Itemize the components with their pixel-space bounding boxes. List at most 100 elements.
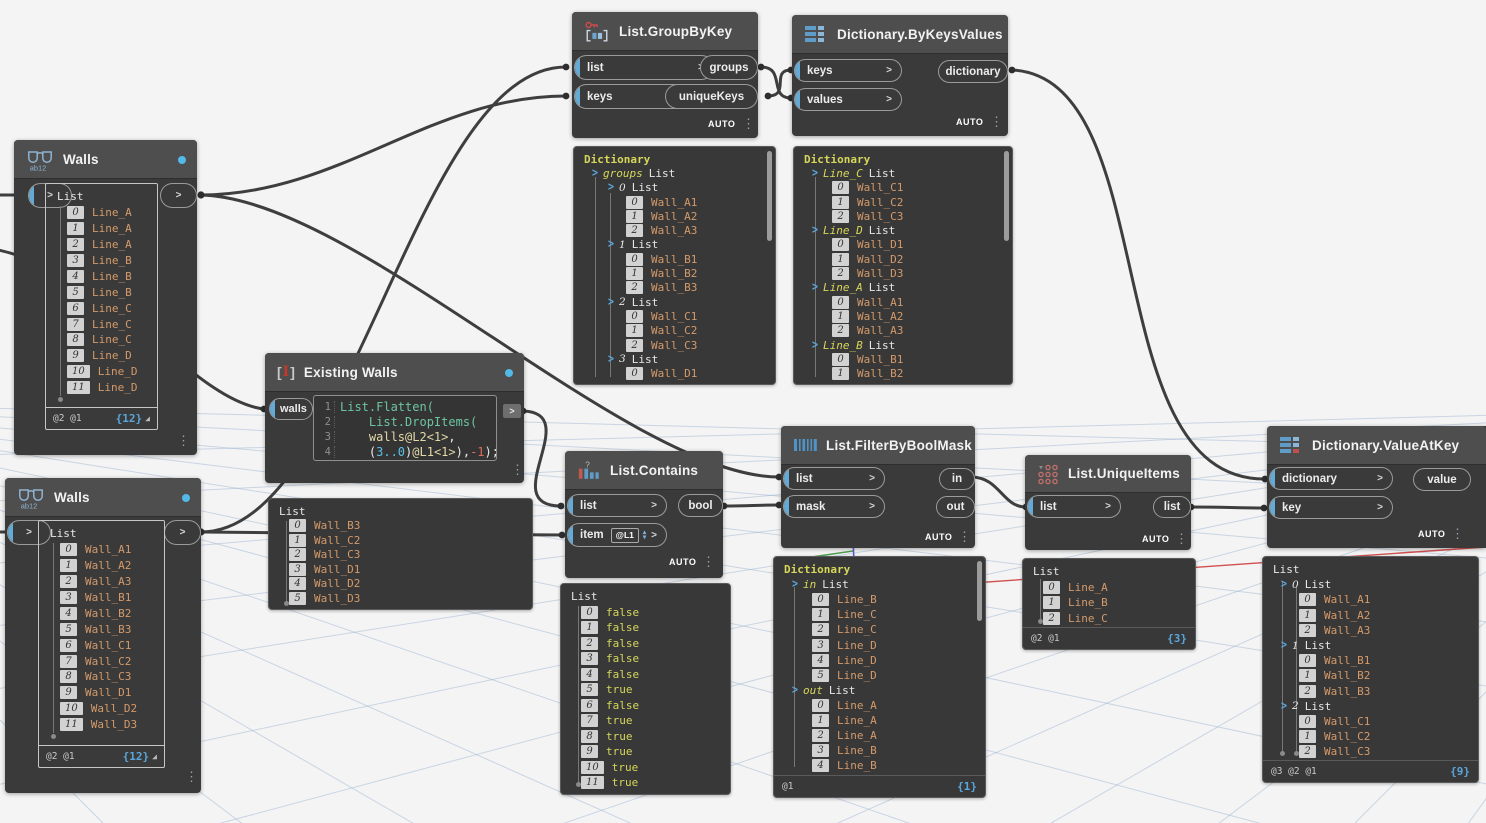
level-badge[interactable]: @L1: [610, 527, 639, 543]
node-menu-button[interactable]: ⋮: [702, 554, 715, 569]
node-menu-button[interactable]: ⋮: [177, 433, 190, 448]
walls-names-output-port[interactable]: >: [164, 520, 201, 545]
node-menu-button[interactable]: ⋮: [1175, 531, 1188, 546]
node-valueatkey-header[interactable]: Dictionary.ValueAtKey: [1267, 426, 1486, 465]
item-count: {3}: [1167, 632, 1187, 645]
level-spinner[interactable]: ▴▾: [642, 529, 647, 541]
wire-bool-to-mask[interactable]: [722, 503, 781, 508]
output-port-groups[interactable]: groups: [700, 55, 758, 80]
preview-state-dot[interactable]: [178, 156, 186, 164]
node-existing-walls-header[interactable]: [I] Existing Walls: [265, 353, 524, 392]
preview-state-dot[interactable]: [182, 494, 190, 502]
input-port-mask[interactable]: mask>: [783, 495, 885, 518]
preview-state-dot[interactable]: [505, 369, 513, 377]
wire-uniquekeys-to-keys[interactable]: [766, 68, 793, 98]
output-port-value[interactable]: value: [1413, 468, 1471, 491]
output-port-list[interactable]: list: [1153, 496, 1191, 518]
wire-dictionary-to-valueatkey[interactable]: [1010, 68, 1267, 481]
node-menu-button[interactable]: ⋮: [958, 529, 971, 544]
node-menu-button[interactable]: ⋮: [742, 116, 755, 131]
node-menu-button[interactable]: ⋮: [511, 462, 524, 477]
walls-lines-output-port[interactable]: >: [160, 183, 197, 208]
output-port-dictionary[interactable]: dictionary: [938, 60, 1008, 83]
lacing-toggle[interactable]: AUTO: [708, 119, 736, 129]
preview-scrollbar[interactable]: [767, 151, 772, 241]
node-filterbyboolmask-header[interactable]: List.FilterByBoolMask: [781, 426, 975, 465]
input-port-dictionary[interactable]: dictionary>: [1269, 467, 1393, 490]
walls-names-input-port[interactable]: >: [7, 520, 51, 545]
input-port-key[interactable]: key>: [1269, 496, 1393, 519]
node-walls-lines-header[interactable]: ab12 Walls: [14, 140, 197, 179]
input-port-walls[interactable]: walls: [269, 398, 313, 420]
node-menu-button[interactable]: ⋮: [990, 114, 1003, 129]
node-uniqueitems-header[interactable]: List.UniqueItems: [1025, 455, 1191, 493]
node-bykeysvalues-header[interactable]: Dictionary.ByKeysValues: [792, 15, 1008, 54]
wire-lines-to-groupbykey-keys[interactable]: [198, 94, 568, 197]
preview-scrollbar[interactable]: [1004, 151, 1009, 241]
input-port-list[interactable]: list>: [567, 494, 667, 517]
input-port-item[interactable]: item @L1 ▴▾ >: [567, 523, 667, 547]
input-port-values[interactable]: values>: [794, 88, 902, 111]
wire-unique-to-key[interactable]: [1189, 505, 1266, 510]
node-groupbykey[interactable]: List.GroupByKey list> keys> groups uniqu…: [572, 12, 758, 138]
wire-groups-to-values[interactable]: [759, 65, 793, 100]
output-port-bool[interactable]: bool: [678, 494, 723, 517]
input-port-list[interactable]: list>: [574, 55, 714, 80]
unique-items-icon: [1037, 463, 1059, 485]
code-output-port[interactable]: >: [503, 404, 521, 418]
wire-existing-to-contains-list[interactable]: [521, 409, 563, 508]
node-uniqueitems[interactable]: List.UniqueItems list> list AUTO ⋮: [1025, 455, 1191, 550]
lacing-toggle[interactable]: AUTO: [925, 532, 953, 542]
node-walls-names-header[interactable]: ab12 Walls: [5, 478, 201, 517]
wire-in-to-uniqueitems[interactable]: [969, 475, 1028, 509]
wire-walls-to-groupbykey-list[interactable]: [199, 65, 568, 534]
input-port-keys[interactable]: keys>: [794, 59, 902, 82]
node-menu-button[interactable]: ⋮: [185, 769, 198, 784]
lacing-toggle[interactable]: AUTO: [956, 117, 984, 127]
output-port-uniquekeys[interactable]: uniqueKeys: [665, 84, 758, 109]
node-bykeysvalues[interactable]: Dictionary.ByKeysValues keys> values> di…: [792, 15, 1008, 136]
output-port-in[interactable]: in: [939, 468, 975, 490]
node-valueatkey[interactable]: Dictionary.ValueAtKey dictionary> key> v…: [1267, 426, 1486, 548]
output-port-out[interactable]: out: [936, 496, 975, 518]
lacing-toggle[interactable]: AUTO: [1418, 529, 1446, 539]
lacing-toggle[interactable]: AUTO: [669, 557, 697, 567]
node-groupbykey-header[interactable]: List.GroupByKey: [572, 12, 758, 51]
resize-handle[interactable]: ◢: [152, 752, 157, 761]
resize-handle[interactable]: ◢: [145, 414, 150, 423]
input-port-list[interactable]: list>: [1027, 495, 1121, 518]
node-list-contains[interactable]: ? List.Contains list> item @L1 ▴▾ > bool…: [565, 451, 723, 578]
code-block-icon: [I]: [277, 364, 295, 380]
preview-scrollbar[interactable]: [977, 561, 982, 621]
lacing-toggle[interactable]: AUTO: [1142, 534, 1170, 544]
node-list-contains-header[interactable]: ? List.Contains: [565, 451, 723, 490]
input-port-list[interactable]: list>: [783, 467, 885, 490]
node-menu-button[interactable]: ⋮: [1451, 526, 1464, 541]
node-filterbyboolmask[interactable]: List.FilterByBoolMask list> mask> in out…: [781, 426, 975, 548]
